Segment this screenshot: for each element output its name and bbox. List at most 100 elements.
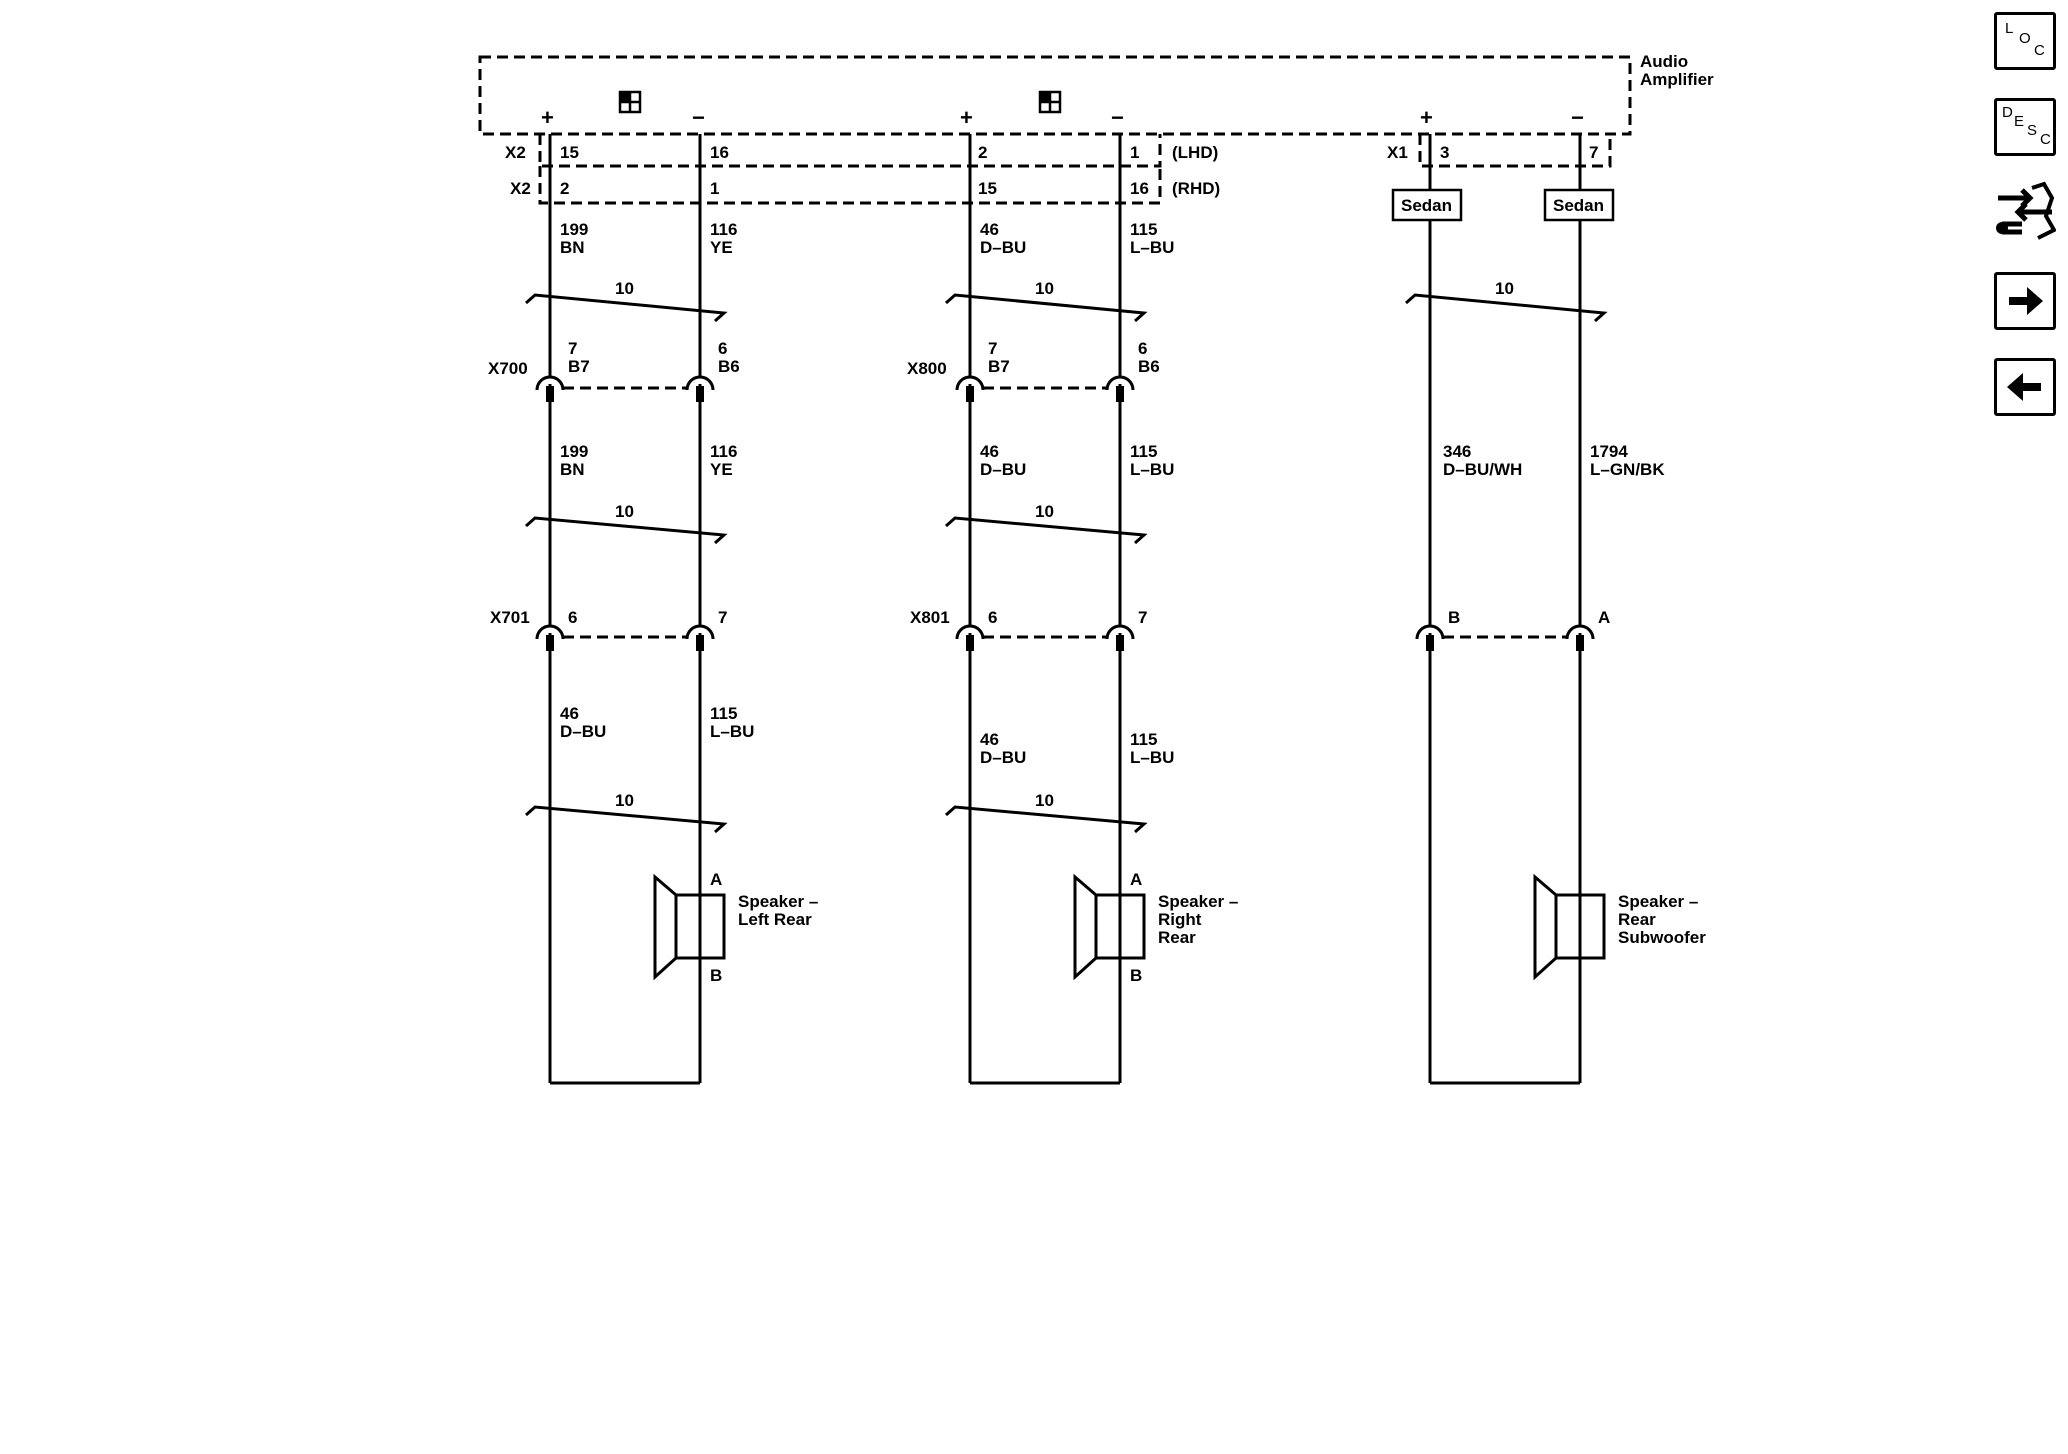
location-icon: L: [2005, 20, 2014, 37]
description-icon: D: [2002, 104, 2013, 121]
wire-color: L–GN/BK: [1590, 460, 1665, 479]
pin-label: B: [710, 966, 722, 985]
pin-label: 2: [978, 143, 987, 162]
pin-label: 7: [568, 339, 577, 358]
speaker-right-rear: A B Speaker – Right Rear: [1073, 870, 1238, 985]
location-icon: O: [2019, 30, 2031, 47]
wire-color: L–BU: [1130, 238, 1174, 257]
left-rear-circuit: 199 BN 116 YE 10 X700 7 B7 6 B6 199 BN 1…: [488, 134, 818, 1085]
pin-label: 3: [1440, 143, 1449, 162]
svg-text:10: 10: [1035, 791, 1054, 810]
svg-text:10: 10: [1035, 279, 1054, 298]
x1-connector: X1 3 7: [1387, 134, 1612, 168]
speaker-name-line2: Rear: [1618, 910, 1656, 929]
pin-label: A: [710, 870, 722, 889]
audio-amplifier: Audio Amplifier + − + − + −: [478, 52, 1714, 136]
svg-text:Sedan: Sedan: [1553, 196, 1604, 215]
speaker-name-line1: Speaker –: [1618, 892, 1698, 911]
speaker-icon: [1073, 873, 1146, 981]
pin-label: B: [1130, 966, 1142, 985]
circuit-number: 116: [710, 442, 737, 461]
pin-label: 15: [978, 179, 997, 198]
svg-text:10: 10: [615, 279, 634, 298]
svg-text:10: 10: [615, 502, 634, 521]
speaker-rear-subwoofer: Speaker – Rear Subwoofer: [1533, 873, 1706, 981]
amplifier-label-line2: Amplifier: [1640, 70, 1714, 89]
minus-sign: −: [1111, 105, 1124, 130]
pin-label: B: [1448, 608, 1460, 627]
sedan-option-box: Sedan: [1543, 188, 1615, 222]
connector-service-button[interactable]: [1994, 180, 2057, 240]
wire-color: D–BU: [560, 722, 606, 741]
next-arrow-icon: [2009, 287, 2043, 315]
pin-label: B6: [1138, 357, 1160, 376]
svg-text:10: 10: [1495, 279, 1514, 298]
circuit-number: 346: [1443, 442, 1471, 461]
pin-label: 6: [1138, 339, 1147, 358]
wire-color: BN: [560, 460, 585, 479]
connector-x2-label: X2: [510, 179, 531, 198]
subwoofer-circuit: 10 346 D–BU/WH 1794 L–GN/BK B A Speaker …: [1405, 134, 1706, 1085]
circuit-number: 46: [560, 704, 579, 723]
twisted-pair-symbol-icon: [618, 90, 642, 114]
wire-color: D–BU: [980, 238, 1026, 257]
speaker-left-rear: A B Speaker – Left Rear: [653, 870, 818, 985]
description-icon: S: [2027, 122, 2038, 139]
subwoofer-connector: B A: [1415, 608, 1610, 651]
circuit-number: 116: [710, 220, 737, 239]
wire-color: L–BU: [1130, 748, 1174, 767]
plus-sign: +: [1420, 105, 1433, 130]
location-icon: C: [2034, 42, 2045, 59]
pin-label: 6: [568, 608, 577, 627]
x2-connector-rhd: X2 2 1 15 16 (RHD): [510, 166, 1220, 205]
twisted-pair-marker: 10: [525, 279, 728, 323]
pin-label: 7: [988, 339, 997, 358]
plus-sign: +: [960, 105, 973, 130]
connector-x801: X801 6 7: [910, 608, 1147, 651]
amplifier-label-line1: Audio: [1640, 52, 1688, 71]
speaker-name-line3: Rear: [1158, 928, 1196, 947]
speaker-name-line1: Speaker –: [738, 892, 818, 911]
speaker-icon: [653, 873, 726, 981]
wire-color: BN: [560, 238, 585, 257]
connector-x800: X800 7 B7 6 B6: [907, 339, 1160, 402]
previous-arrow-icon: [2007, 373, 2041, 401]
circuit-number: 46: [980, 220, 999, 239]
previous-page-button[interactable]: [1994, 358, 2056, 416]
wire-color: L–BU: [710, 722, 754, 741]
pin-label: 7: [1589, 143, 1598, 162]
pin-label: B6: [718, 357, 740, 376]
wire-color: YE: [710, 460, 733, 479]
connector-name: X801: [910, 608, 950, 627]
pin-label: 6: [718, 339, 727, 358]
twisted-pair-marker: 10: [1405, 279, 1608, 323]
twisted-pair-marker: 10: [945, 502, 1148, 545]
twisted-pair-marker: 10: [945, 279, 1148, 323]
next-page-button[interactable]: [1994, 272, 2056, 330]
description-button[interactable]: D E S C: [1994, 98, 2056, 156]
pin-label: A: [1598, 608, 1610, 627]
speaker-name-line2: Right: [1158, 910, 1202, 929]
speaker-name-line1: Speaker –: [1158, 892, 1238, 911]
sedan-option-box: Sedan: [1391, 188, 1463, 222]
x2-connector-lhd: X2 15 16 2 1 (LHD): [505, 134, 1218, 168]
connector-name: X701: [490, 608, 530, 627]
pin-label: 2: [560, 179, 569, 198]
description-icon: C: [2040, 131, 2051, 148]
pin-label: 15: [560, 143, 579, 162]
circuit-number: 199: [560, 220, 588, 239]
circuit-number: 115: [1130, 442, 1157, 461]
location-button[interactable]: L O C: [1994, 12, 2056, 70]
pin-label: B7: [988, 357, 1010, 376]
connector-name: X800: [907, 359, 947, 378]
twisted-pair-marker: 10: [525, 791, 728, 834]
twisted-pair-marker: 10: [525, 502, 728, 545]
pin-label: A: [1130, 870, 1142, 889]
circuit-number: 115: [710, 704, 737, 723]
twisted-pair-marker: 10: [945, 791, 1148, 834]
connector-name: X700: [488, 359, 528, 378]
lhd-option-label: (LHD): [1172, 143, 1218, 162]
pin-label: 6: [988, 608, 997, 627]
svg-text:Sedan: Sedan: [1401, 196, 1452, 215]
connector-x2-label: X2: [505, 143, 526, 162]
